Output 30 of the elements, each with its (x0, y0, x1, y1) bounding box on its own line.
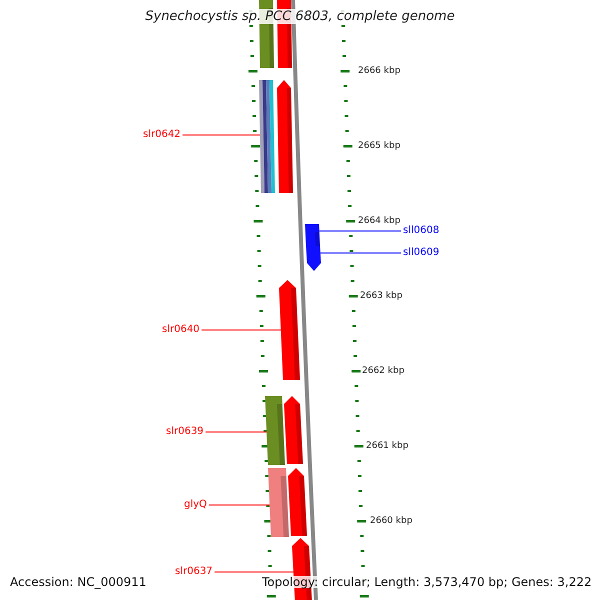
gene-label: glyQ (184, 500, 207, 510)
gene-feature (284, 396, 303, 464)
gene-feature (259, 80, 275, 193)
scale-label: 2662 kbp (362, 367, 404, 376)
scale-label: 2663 kbp (360, 292, 402, 301)
scale-label: 2665 kbp (358, 142, 400, 151)
leader-line (318, 230, 402, 232)
title: Synechocystis sp. PCC 6803, complete genome (144, 10, 456, 23)
scale-label: 2664 kbp (358, 217, 400, 226)
leader-line (208, 504, 270, 506)
gene-feature (265, 396, 285, 465)
gene-label: slr0637 (175, 567, 213, 577)
gene-feature (305, 224, 320, 246)
gene-label: slr0642 (143, 130, 181, 140)
scale-label: 2666 kbp (358, 67, 400, 76)
gene-feature (288, 468, 307, 536)
scale-label: 2660 kbp (370, 517, 412, 526)
gene-feature (268, 468, 289, 537)
gene-feature (279, 280, 300, 380)
genome-info-text: Topology: circular; Length: 3,573,470 bp; Genes: 3,222 (262, 576, 592, 588)
leader-line (182, 134, 260, 136)
gene-label: slr0639 (166, 427, 204, 437)
leader-line (320, 252, 402, 254)
gene-label: sll0609 (403, 248, 440, 258)
scale-label: 2661 kbp (366, 442, 408, 451)
gene-feature (277, 80, 293, 193)
gene-label: sll0608 (403, 226, 440, 236)
gene-label: slr0640 (162, 325, 200, 335)
gene-feature (306, 246, 321, 271)
accession-text: Accession: NC_000911 (10, 576, 146, 588)
